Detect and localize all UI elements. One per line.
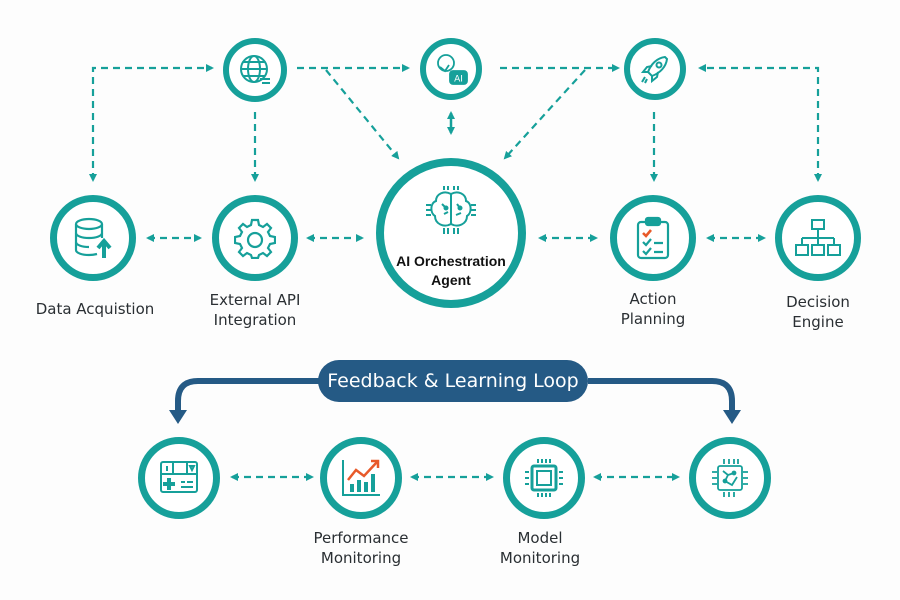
action-planning-node[interactable] — [610, 195, 696, 281]
rocket-node[interactable] — [624, 38, 686, 100]
connector-rocket-to-orchestrator — [503, 69, 586, 160]
database-upload-icon — [74, 217, 112, 258]
brain-chip-icon — [426, 186, 476, 234]
connector-top-left-elbow — [89, 64, 214, 182]
model-monitoring-node[interactable] — [503, 437, 585, 519]
growth-chart-icon — [342, 459, 380, 496]
action-planning-label: Action Planning — [620, 290, 686, 328]
globe-icon — [240, 55, 270, 84]
orchestrator-label: AI Orchestration Agent — [396, 253, 506, 288]
feedback-loop-banner: Feedback & Learning Loop — [318, 360, 588, 402]
ai-api-icon: AI — [437, 54, 468, 85]
connector-decision-engine-elbow — [698, 64, 822, 182]
data-acquisition-label: Data Acquistion — [35, 300, 155, 318]
ai-chip-icon — [712, 459, 748, 497]
cpu-chip-icon — [525, 459, 563, 497]
dashboard-node[interactable] — [138, 437, 220, 519]
model-monitoring-label: Model Monitoring — [499, 529, 581, 567]
performance-monitoring-label: Performance Monitoring — [313, 529, 409, 567]
svg-text:AI: AI — [454, 75, 463, 85]
data-acquisition-node[interactable] — [50, 195, 136, 281]
rocket-icon — [640, 55, 669, 84]
orchestrator-node[interactable]: AI Orchestration Agent — [376, 158, 526, 308]
decision-engine-node[interactable] — [775, 195, 861, 281]
external-api-label: External API Integration — [209, 291, 301, 329]
feedback-loop-arrow — [175, 378, 735, 414]
gear-icon — [234, 218, 276, 259]
ai-chip-node[interactable] — [689, 437, 771, 519]
connector-globe-to-orchestrator — [325, 69, 400, 160]
clipboard-checklist-icon — [636, 216, 670, 260]
feedback-arrow-right-head — [723, 410, 741, 424]
feedback-arrow-left-head — [169, 410, 187, 424]
hierarchy-icon — [795, 219, 841, 256]
decision-engine-label: Decision Engine — [786, 293, 850, 331]
performance-monitoring-node[interactable] — [320, 437, 402, 519]
external-api-node[interactable] — [212, 195, 298, 281]
globe-node[interactable] — [223, 38, 287, 102]
dashboard-icon — [160, 461, 198, 493]
ai-api-node[interactable]: AI — [420, 38, 482, 100]
